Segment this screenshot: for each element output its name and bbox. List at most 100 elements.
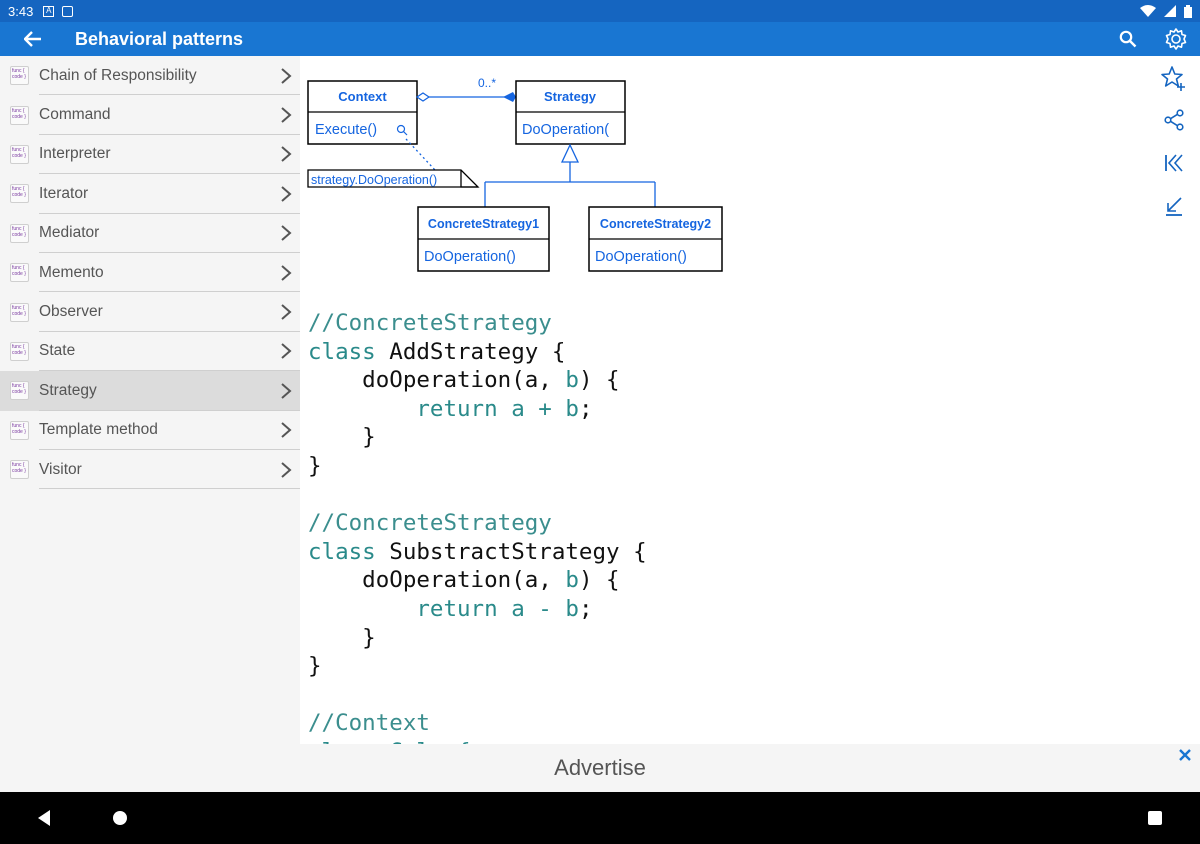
code-token: return a - b (416, 596, 579, 622)
code-file-icon: func { code } (10, 224, 29, 243)
nav-recents-button[interactable] (1143, 806, 1167, 830)
code-line: doOperation(a, b) { (308, 366, 647, 395)
strategy-title: Strategy (544, 89, 597, 104)
page-title: Behavioral patterns (75, 29, 243, 50)
sidebar-item[interactable]: func { code } State (0, 332, 300, 371)
code-token: ) { (579, 567, 620, 593)
code-line: class SubstractStrategy { (308, 538, 647, 567)
code-file-icon: func { code } (10, 460, 29, 479)
sidebar-item[interactable]: func { code } Command (0, 95, 300, 134)
sidebar-item[interactable]: func { code } Iterator (0, 174, 300, 213)
search-button[interactable] (1104, 22, 1152, 56)
ad-banner[interactable]: Advertise (0, 744, 1200, 792)
code-token (308, 596, 416, 622)
sidebar-item[interactable]: func { code } Template method (0, 411, 300, 450)
sidebar-item[interactable]: func { code }Chain of Responsibility (0, 56, 300, 95)
chevron-right-icon (272, 135, 300, 174)
code-line: doOperation(a, b) { (308, 566, 647, 595)
ad-close-button[interactable] (1174, 744, 1196, 766)
sidebar-item-label: Observer (39, 303, 272, 321)
settings-button[interactable] (1152, 22, 1200, 56)
triangle-back-icon (36, 809, 52, 827)
code-token: } (308, 424, 376, 450)
share-icon (1162, 108, 1186, 132)
sidebar-item-label: Strategy (39, 382, 272, 400)
sidebar-item-label: Template method (39, 421, 272, 439)
chevron-right-icon (272, 411, 300, 450)
divider (39, 488, 300, 489)
pattern-content[interactable]: Context Execute() 0..* Strategy DoOperat… (300, 56, 1148, 744)
nav-home-button[interactable] (108, 806, 132, 830)
context-title: Context (338, 89, 387, 104)
sd-card-icon (62, 6, 73, 17)
status-time: 3:43 (8, 4, 33, 19)
code-line: } (308, 652, 647, 681)
sidebar-item-label: Interpreter (39, 145, 272, 163)
favorite-button[interactable] (1160, 64, 1188, 92)
ad-label: Advertise (554, 755, 646, 781)
gear-icon (1164, 27, 1188, 51)
status-bar: 3:43 A (0, 0, 1200, 22)
chevron-right-icon (272, 174, 300, 213)
action-rail (1148, 56, 1200, 744)
code-file-icon: func { code } (10, 145, 29, 164)
code-file-icon: func { code } (10, 421, 29, 440)
circle-home-icon (112, 810, 128, 826)
share-button[interactable] (1160, 106, 1188, 134)
search-icon (1119, 30, 1137, 48)
code-token: b (565, 567, 579, 593)
code-token: } (308, 625, 376, 651)
code-line: } (308, 423, 647, 452)
code-token: return a + b (416, 396, 579, 422)
strategy-method: DoOperation( (522, 122, 609, 138)
code-line: } (308, 624, 647, 653)
code-line: //Context (308, 709, 647, 738)
chevron-right-icon (272, 293, 300, 332)
skip-first-icon (1163, 152, 1185, 174)
back-button[interactable] (8, 22, 58, 56)
code-block: //ConcreteStrategy class AddStrategy { do… (308, 309, 647, 744)
code-token: b (565, 367, 579, 393)
code-token: AddStrategy { (376, 339, 566, 365)
chevron-right-icon (272, 96, 300, 135)
code-token: class (308, 339, 376, 365)
sidebar-item[interactable]: func { code }Observer (0, 292, 300, 331)
sidebar-item[interactable]: func { code }Memento (0, 253, 300, 292)
code-file-icon: func { code } (10, 184, 29, 203)
system-nav-bar (0, 792, 1200, 844)
concrete2-title: ConcreteStrategy2 (600, 217, 711, 231)
notification-a-icon: A (43, 6, 54, 17)
close-icon (1179, 749, 1191, 761)
nav-back-button[interactable] (32, 806, 56, 830)
note-text: strategy.DoOperation() (311, 173, 437, 187)
first-page-button[interactable] (1160, 149, 1188, 177)
concrete1-title: ConcreteStrategy1 (428, 217, 539, 231)
context-method: Execute() (315, 122, 377, 138)
code-token (308, 396, 416, 422)
star-plus-icon (1160, 64, 1188, 92)
sidebar-item[interactable]: func { code } Mediator (0, 214, 300, 253)
code-token: doOperation(a, (308, 367, 565, 393)
chevron-right-icon (272, 214, 300, 253)
sidebar-item-label: Chain of Responsibility (39, 67, 272, 85)
sidebar-item-label: Mediator (39, 224, 272, 242)
code-line (308, 681, 647, 710)
sidebar-item-label: State (39, 342, 272, 360)
app-bar: Behavioral patterns (0, 22, 1200, 56)
sidebar-item-label: Command (39, 106, 272, 124)
code-file-icon: func { code } (10, 106, 29, 125)
code-line: class AddStrategy { (308, 338, 647, 367)
sidebar-item-label: Iterator (39, 185, 272, 203)
code-token: ; (579, 396, 593, 422)
code-token: class (308, 539, 376, 565)
sidebar-item[interactable]: func { code } Interpreter (0, 135, 300, 174)
square-recents-icon (1147, 810, 1163, 826)
sidebar-item[interactable]: func { code }Visitor (0, 450, 300, 489)
code-token: doOperation(a, (308, 567, 565, 593)
code-line: } (308, 452, 647, 481)
code-token: //ConcreteStrategy (308, 510, 552, 536)
code-line (308, 481, 647, 510)
sidebar-item[interactable]: func { code }Strategy (0, 371, 300, 410)
code-file-icon: func { code } (10, 342, 29, 361)
last-page-button[interactable] (1160, 192, 1188, 220)
